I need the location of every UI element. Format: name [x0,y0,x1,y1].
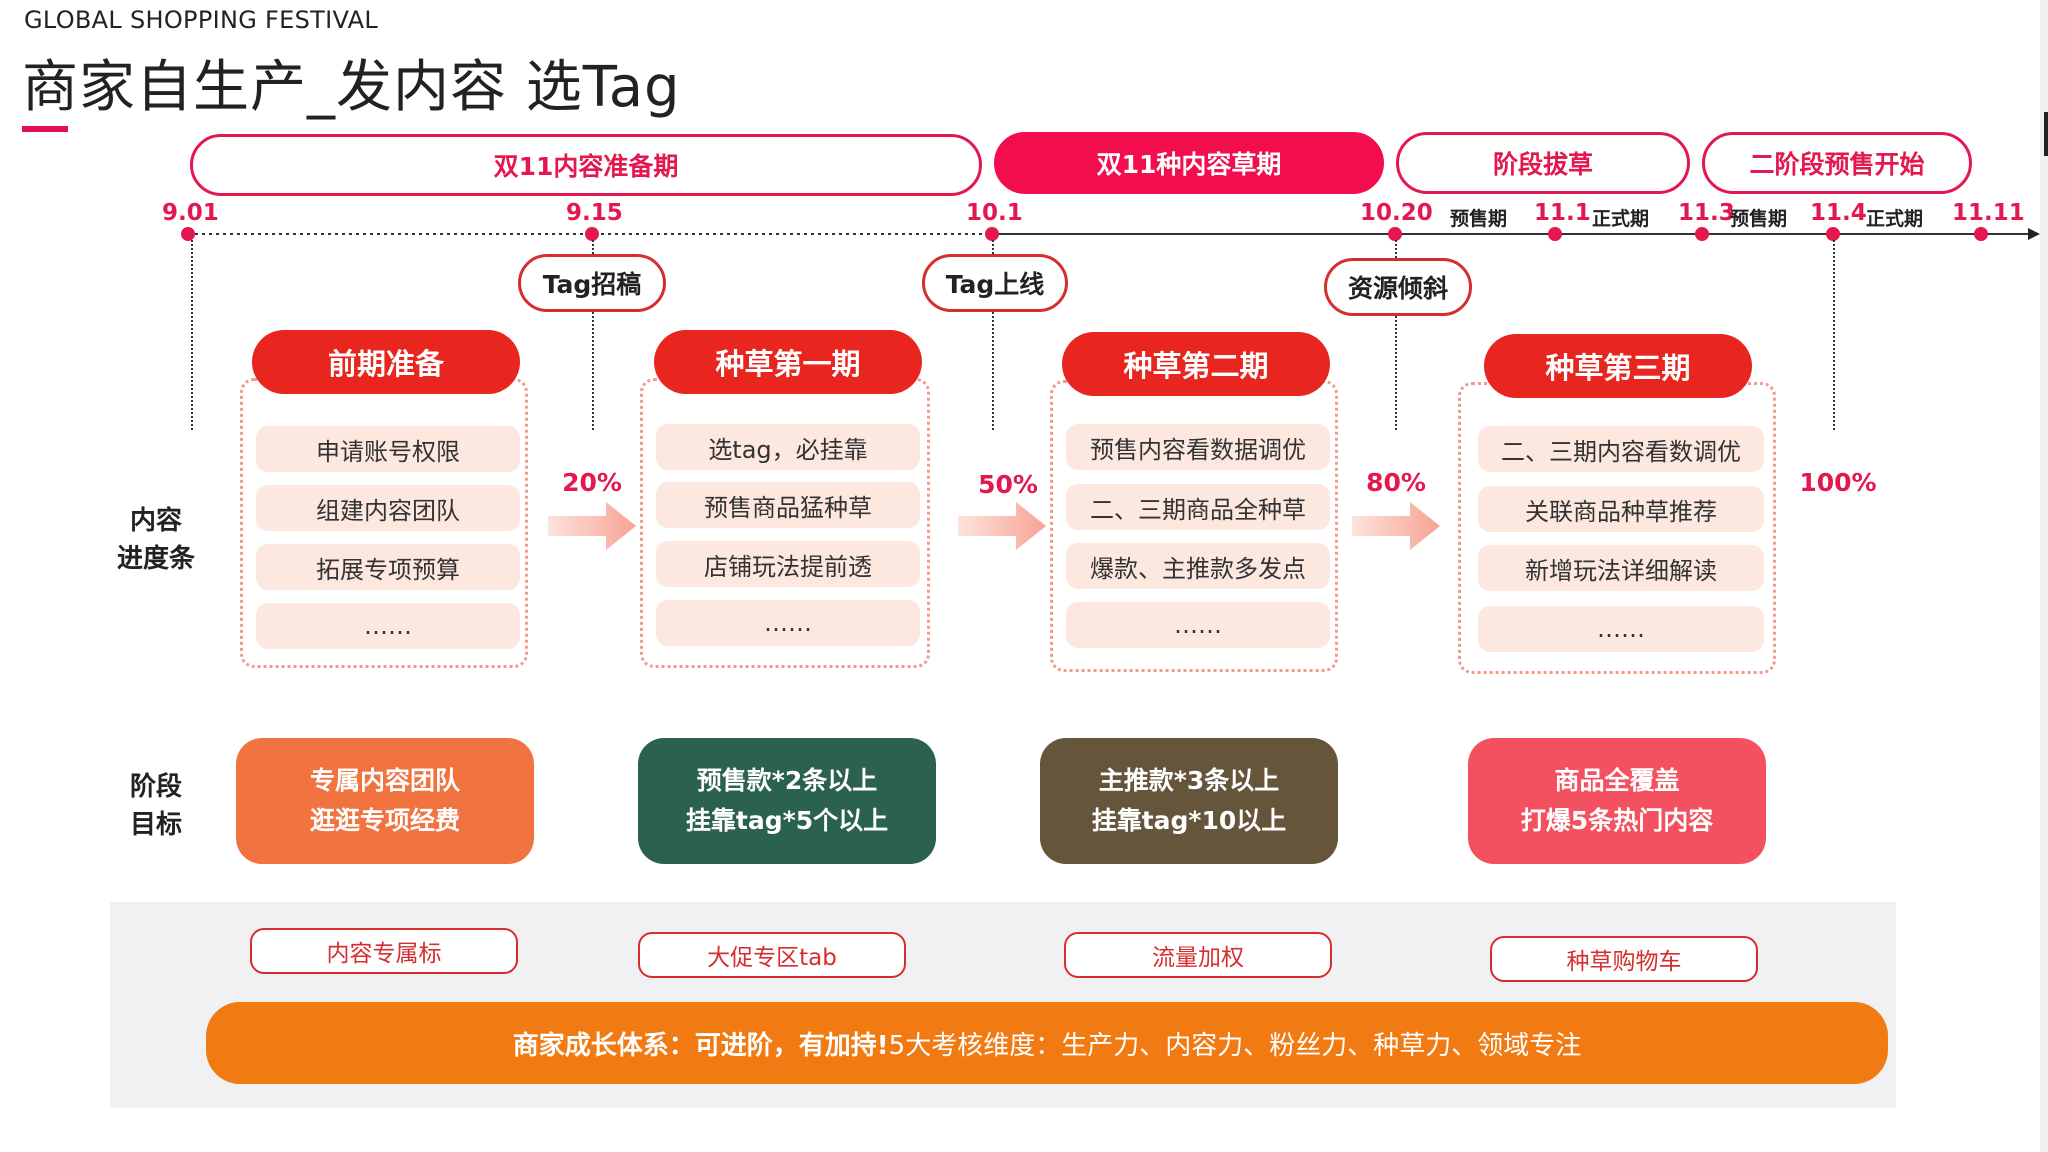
stage-item: 预售内容看数据调优 [1066,424,1330,470]
timeline-date: 11.3 [1678,200,1735,226]
stage-item: 爆款、主推款多发点 [1066,543,1330,589]
row-label-goal: 阶段 目标 [129,772,182,840]
stage-title: 种草第一期 [654,330,922,394]
guide-line [1395,240,1397,430]
progress-percent: 50% [978,470,1038,499]
period-label: 预售期 [1730,208,1788,230]
stage-item: 关联商品种草推荐 [1478,486,1764,532]
goal-card: 商品全覆盖 打爆5条热门内容 [1468,738,1766,864]
event-label: GLOBAL SHOPPING FESTIVAL [24,6,379,34]
stage-item: 组建内容团队 [256,485,520,531]
timeline-dot [1826,227,1840,241]
stage-title: 种草第三期 [1484,334,1752,398]
support-tag: 流量加权 [1064,932,1332,978]
banner-headline: 商家成长体系：可进阶，有加持! [512,1030,889,1061]
progress-arrow-icon [958,502,1046,550]
progress-arrow-icon [548,502,636,550]
stage-item: 店铺玩法提前透 [656,541,920,587]
stage-item: 二、三期商品全种草 [1066,484,1330,530]
timeline-dot [985,227,999,241]
timeline-date: 9.01 [162,200,219,226]
stage-item: 新增玩法详细解读 [1478,545,1764,591]
timeline-date: 9.15 [566,200,623,226]
guide-line [592,240,594,430]
period-label: 正式期 [1592,208,1650,230]
timeline-dot [1548,227,1562,241]
slide-edge [2040,0,2048,1152]
milestone-pill: Tag上线 [922,254,1068,312]
slide-edge-mark [2044,112,2048,156]
timeline-dot [1695,227,1709,241]
stage-item: …… [256,603,520,649]
period-label: 预售期 [1450,208,1508,230]
progress-arrow-icon [1352,502,1440,550]
stage-item: …… [1066,602,1330,648]
banner-detail: 5大考核维度：生产力、内容力、粉丝力、种草力、领域专注 [888,1030,1582,1061]
goal-card: 专属内容团队 逛逛专项经费 [236,738,534,864]
stage-item: …… [656,600,920,646]
page-title: 商家自生产_发内容 选Tag [22,55,681,120]
phase-pill-active: 双11种内容草期 [994,132,1384,194]
timeline-dot [585,227,599,241]
goal-card: 主推款*3条以上 挂靠tag*10以上 [1040,738,1338,864]
timeline-dot [1388,227,1402,241]
timeline-date: 10.1 [966,200,1023,226]
support-tag: 大促专区tab [638,932,906,978]
row-label-progress: 内容 进度条 [116,506,195,574]
guide-line [992,240,994,430]
stage-title: 前期准备 [252,330,520,394]
stage-item: 选tag，必挂靠 [656,424,920,470]
guide-line [1833,240,1835,430]
timeline-dot [1974,227,1988,241]
period-label: 正式期 [1866,208,1924,230]
stage-item: 申请账号权限 [256,426,520,472]
phase-pill: 二阶段预售开始 [1702,132,1972,194]
title-accent-bar [22,126,68,132]
stage-item: 拓展专项预算 [256,544,520,590]
phase-pill: 双11内容准备期 [190,134,982,196]
progress-percent: 20% [562,468,622,497]
support-tag: 内容专属标 [250,928,518,974]
timeline-date: 11.4 [1810,200,1867,226]
milestone-pill: 资源倾斜 [1324,258,1472,316]
progress-percent: 80% [1366,468,1426,497]
goal-card: 预售款*2条以上 挂靠tag*5个以上 [638,738,936,864]
timeline-date: 10.20 [1360,200,1433,226]
stage-item: 二、三期内容看数调优 [1478,426,1764,472]
support-tag: 种草购物车 [1490,936,1758,982]
growth-banner: 商家成长体系：可进阶，有加持! 5大考核维度：生产力、内容力、粉丝力、种草力、领… [206,1002,1888,1084]
timeline-dot [181,227,195,241]
stage-item: …… [1478,606,1764,652]
guide-line [191,240,193,430]
timeline-date: 11.1 [1534,200,1591,226]
phase-pill: 阶段拔草 [1396,132,1690,194]
stage-item: 预售商品猛种草 [656,482,920,528]
milestone-pill: Tag招稿 [518,254,666,312]
progress-percent: 100% [1799,468,1877,497]
stage-title: 种草第二期 [1062,332,1330,396]
timeline-date: 11.11 [1952,200,2025,226]
